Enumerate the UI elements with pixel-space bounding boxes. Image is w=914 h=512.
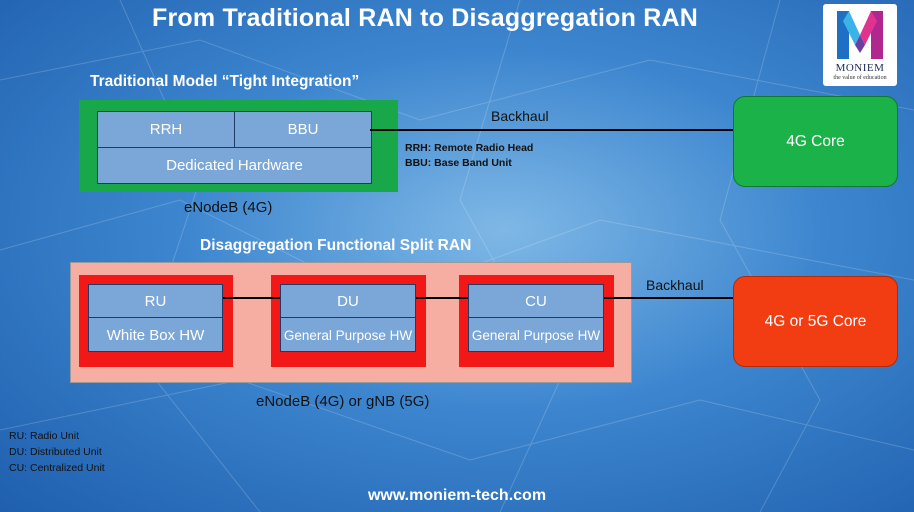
traditional-caption: eNodeB (4G): [184, 199, 273, 216]
traditional-enodeb-box: RRH BBU Dedicated Hardware: [97, 111, 372, 184]
cu-box: CU General Purpose HW: [468, 284, 604, 352]
page-title: From Traditional RAN to Disaggregation R…: [152, 4, 698, 32]
footer-website: www.moniem-tech.com: [367, 487, 547, 504]
cu-hardware-label: General Purpose HW: [471, 327, 601, 343]
disaggregation-heading: Disaggregation Functional Split RAN: [200, 237, 472, 254]
disaggregated-backhaul-line: [604, 297, 734, 299]
abbreviation-legend: RU: Radio Unit DU: Distributed Unit CU: …: [9, 428, 105, 476]
traditional-backhaul-line: [370, 129, 734, 131]
moniem-logo: MONIEM the value of education: [823, 4, 897, 86]
du-hardware-label: General Purpose HW: [283, 327, 413, 343]
du-label: DU: [281, 285, 415, 318]
ru-hardware-label: White Box HW: [106, 326, 205, 344]
legend-ru: RU: Radio Unit: [9, 430, 80, 442]
4g-or-5g-core-box: 4G or 5G Core: [733, 276, 898, 367]
ru-label: RU: [89, 285, 222, 318]
rrh-note: RRH: Remote Radio Head: [405, 142, 534, 154]
ru-du-link: [223, 297, 280, 299]
ru-box: RU White Box HW: [88, 284, 223, 352]
logo-tagline: the value of education: [833, 75, 887, 81]
legend-cu: CU: Centralized Unit: [9, 462, 105, 474]
du-cu-link: [416, 297, 468, 299]
logo-name: MONIEM: [835, 62, 885, 74]
du-box: DU General Purpose HW: [280, 284, 416, 352]
4g-core-box: 4G Core: [733, 96, 898, 187]
disaggregated-backhaul-label: Backhaul: [646, 277, 704, 293]
moniem-logo-icon: [837, 11, 883, 59]
disaggregated-caption: eNodeB (4G) or gNB (5G): [256, 393, 430, 410]
legend-du: DU: Distributed Unit: [9, 446, 102, 458]
dedicated-hardware-cell: Dedicated Hardware: [166, 157, 303, 174]
traditional-backhaul-label: Backhaul: [491, 108, 549, 124]
bbu-note: BBU: Base Band Unit: [405, 157, 512, 169]
cu-label: CU: [469, 285, 603, 318]
rrh-cell: RRH: [98, 112, 235, 148]
traditional-heading: Traditional Model “Tight Integration”: [90, 73, 360, 90]
bbu-cell: BBU: [235, 112, 371, 148]
